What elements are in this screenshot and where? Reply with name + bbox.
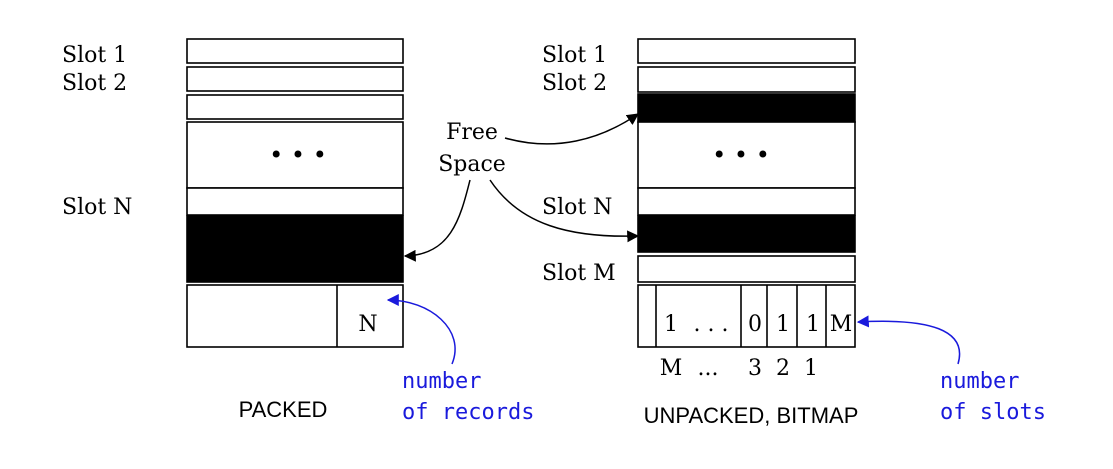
free-space-arrow-unpacked-top [504, 113, 639, 145]
unpacked-note-line-1: number [940, 369, 1019, 394]
packed-slot-n [186, 187, 404, 216]
unpacked-slot-count: M [830, 312, 853, 337]
bit-index-label: 3 [748, 356, 762, 381]
unpacked-free-slot-3 [637, 93, 856, 123]
packed-slot-label-2: Slot 2 [62, 71, 127, 96]
bit-index-label: ... [698, 356, 719, 381]
packed-free-space [186, 215, 404, 283]
free-space-label-line-1: Free [446, 120, 498, 145]
free-space-label-line-2: Space [438, 152, 506, 177]
unpacked-note-arrow [856, 315, 961, 365]
bit-index-label: 1 [804, 356, 818, 381]
packed-slot-1 [186, 38, 404, 64]
bitmap-cell: . . . [694, 312, 729, 337]
packed-ellipsis: • • • [269, 141, 327, 169]
unpacked-ellipsis: • • • [712, 141, 770, 169]
packed-footer [186, 284, 404, 348]
packed-note-line-2: of records [402, 400, 534, 425]
packed-note-arrow [386, 294, 456, 365]
unpacked-caption: UNPACKED, BITMAP [644, 403, 859, 428]
unpacked-free-slot [637, 215, 856, 253]
packed-record-count: N [358, 312, 377, 337]
unpacked-slot-label-n: Slot N [542, 195, 612, 220]
packed-note-line-1: number [402, 369, 481, 394]
unpacked-slot-label-2: Slot 2 [542, 71, 607, 96]
bit-index-label: M [660, 356, 683, 381]
unpacked-slot-2 [637, 66, 856, 93]
unpacked-note-line-2: of slots [940, 400, 1046, 425]
bitmap-cell: 0 [748, 312, 762, 337]
packed-caption: PACKED [239, 397, 328, 422]
packed-slot-3 [186, 94, 404, 120]
bit-index-label: 2 [776, 356, 790, 381]
unpacked-slot-n [637, 187, 856, 216]
unpacked-slot-1 [637, 38, 856, 64]
packed-page: • • • N [186, 38, 404, 348]
unpacked-slot-m [637, 255, 856, 283]
unpacked-page: • • • 1 . . . 0 1 1 M [637, 38, 856, 348]
packed-slot-label-n: Slot N [62, 195, 132, 220]
packed-slots-middle [186, 121, 404, 189]
unpacked-slot-label-m: Slot M [542, 261, 616, 286]
bitmap-cell: 1 [664, 312, 678, 337]
unpacked-bitmap-footer [637, 284, 856, 348]
packed-slot-label-1: Slot 1 [62, 43, 127, 68]
bitmap-cell: 1 [776, 312, 790, 337]
free-space-arrow-unpacked-bottom [489, 179, 640, 243]
unpacked-slot-label-1: Slot 1 [542, 43, 607, 68]
packed-slot-2 [186, 66, 404, 92]
free-space-arrow-packed [403, 179, 471, 262]
bitmap-cell: 1 [806, 312, 820, 337]
